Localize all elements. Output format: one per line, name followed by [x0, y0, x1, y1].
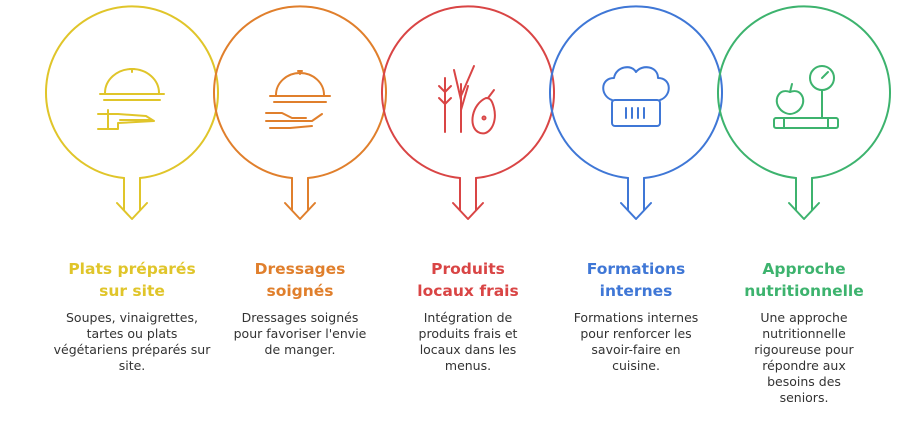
step-5: Approche nutritionnelle Une approche nut…	[720, 258, 888, 406]
step-3: Produits locaux frais Intégration de pro…	[384, 258, 552, 374]
chef-hat-icon	[602, 66, 670, 127]
step-1-description: Soupes, vinaigrettes, tartes ou plats vé…	[53, 310, 211, 373]
step-5-circle	[717, 5, 891, 220]
step-3-title: Produits locaux frais	[417, 260, 519, 300]
step-3-description: Intégration de produits frais et locaux …	[418, 310, 518, 373]
step-4-circle	[549, 5, 723, 220]
step-2-circle	[213, 5, 387, 220]
hand-serving-platter-icon	[265, 70, 331, 129]
step-5-description: Une approche nutritionnelle rigoureuse p…	[754, 310, 854, 405]
step-1-circle	[45, 5, 219, 220]
step-2-description: Dressages soignés pour favoriser l'envie…	[233, 310, 367, 357]
step-4-description: Formations internes pour renforcer les s…	[573, 310, 699, 373]
step-4: Formations internes Formations internes …	[552, 258, 720, 374]
step-5-title: Approche nutritionnelle	[744, 260, 864, 300]
step-1: Plats préparés sur site Soupes, vinaigre…	[48, 258, 216, 374]
step-2: Dressages soignés Dressages soignés pour…	[216, 258, 384, 358]
step-1-title: Plats préparés sur site	[68, 260, 196, 300]
serving-cloche-icon	[97, 68, 165, 130]
step-3-circle	[381, 5, 555, 220]
fresh-produce-icon	[438, 65, 496, 135]
step-4-title: Formations internes	[586, 260, 686, 300]
scale-with-apple-icon	[773, 65, 839, 129]
step-2-title: Dressages soignés	[254, 260, 346, 300]
